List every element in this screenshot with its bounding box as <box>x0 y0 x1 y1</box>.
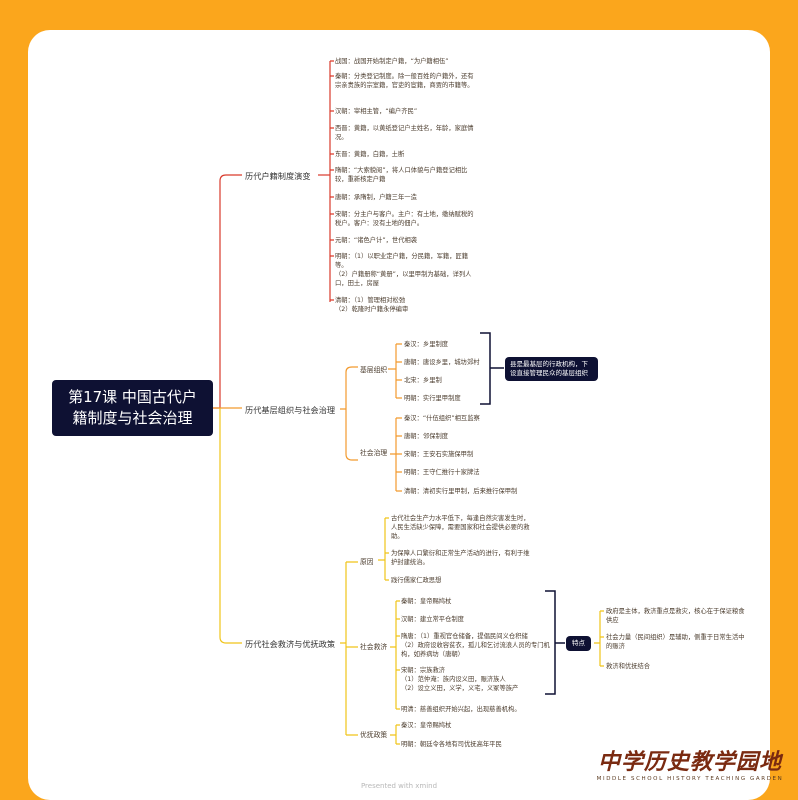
summary-county[interactable]: 县是最基层的行政机构，下设直接管理民众的基层组织 <box>505 357 598 381</box>
list-item[interactable]: 唐朝：承隋制，户籍三年一造 <box>335 194 417 201</box>
root-topic[interactable]: 第17课 中国古代户籍制度与社会治理 <box>52 380 213 436</box>
presented-with-xmind: Presented with xmind <box>360 782 438 790</box>
list-item[interactable]: 明朝：（1）以职业定户籍，分民籍，军籍，匠籍等。 （2）户籍册称“黄册”，以里甲… <box>335 253 472 287</box>
subtopic-social-governance[interactable]: 社会治理 <box>360 449 388 457</box>
logo-english: MIDDLE SCHOOL HISTORY TEACHING GARDEN <box>596 776 784 782</box>
subtopic-preferential-policy[interactable]: 优抚政策 <box>360 731 388 739</box>
list-item[interactable]: 秦朝：分类登记制度。除一般百姓的户籍外，还有宗亲贵族的宗室籍，官吏的宦籍，商贾的… <box>335 73 474 89</box>
list-item[interactable]: 唐朝：邻保制度 <box>404 433 449 440</box>
list-item[interactable]: 明朝：王守仁推行十家牌法 <box>404 469 480 476</box>
list-item[interactable]: 秦朝：皇帝赐鸠杖 <box>401 598 452 605</box>
subtopic-reasons[interactable]: 原因 <box>360 558 374 566</box>
list-item[interactable]: 宋朝：王安石实施保甲制 <box>404 451 474 458</box>
list-item[interactable]: 汉朝：宰相主管，“编户齐民” <box>335 108 418 115</box>
list-item[interactable]: 隋唐：（1）重视官仓储备，提倡民间义仓积储 （2）政府设收容贫衣，孤儿和乞讨流浪… <box>401 633 550 658</box>
list-item[interactable]: 社会力量（民间组织）是辅助，侧重于日常生活中的赈济 <box>606 634 745 650</box>
list-item[interactable]: 元朝：“诸色户计”，世代相袭 <box>335 237 418 244</box>
list-item[interactable]: 宋朝：宗族救济 （1）范仲淹：族内设义田，赈济族人 （2）设立义田，义学，义宅，… <box>401 667 519 692</box>
list-item[interactable]: 隋朝：“大索貌阅”，将人口体貌与户籍登记相比较，重新核定户籍 <box>335 167 468 183</box>
list-item[interactable]: 西晋：黄籍，以黄纸登记户主姓名，年龄，家庭情况。 <box>335 125 474 141</box>
list-item[interactable]: 古代社会生产力水平低下，每逢自然灾害发生时，人民生活缺少保障，需要国家和社会提供… <box>391 515 530 540</box>
subtopic-grassroots[interactable]: 基层组织 <box>360 366 388 374</box>
list-item[interactable]: 明清：慈善组织开始兴起，出现慈善机构。 <box>401 706 521 713</box>
list-item[interactable]: 秦汉：皇帝赐鸠杖 <box>401 722 452 729</box>
list-item[interactable]: 为保障人口繁衍和正常生产活动的进行，有利于维护封建统治。 <box>391 550 530 566</box>
list-item[interactable]: 明朝：实行里甲制度 <box>404 395 461 402</box>
list-item[interactable]: 政府是主体，救济重点是救灾，核心在于保证粮食供应 <box>606 608 745 624</box>
list-item[interactable]: 救济和优抚结合 <box>606 663 651 670</box>
list-item[interactable]: 清朝：清初实行里甲制，后来推行保甲制 <box>404 488 518 495</box>
branch-household-registration[interactable]: 历代户籍制度演变 <box>245 171 311 181</box>
list-item[interactable]: 践行儒家仁政思想 <box>391 577 442 584</box>
subtopic-social-relief[interactable]: 社会救济 <box>360 643 388 651</box>
list-item[interactable]: 北宋：乡里制 <box>404 377 442 384</box>
branch-grassroots-governance[interactable]: 历代基层组织与社会治理 <box>245 405 336 415</box>
root-title: 第17课 中国古代户籍制度与社会治理 <box>68 388 197 427</box>
list-item[interactable]: 东晋：黄籍，白籍，土断 <box>335 151 405 158</box>
list-item[interactable]: 秦汉：乡里制度 <box>404 341 449 348</box>
list-item[interactable]: 清朝：（1）管理相对松弛 （2）乾隆时户籍永停编审 <box>335 297 409 313</box>
logo: 中学历史教学园地 MIDDLE SCHOOL HISTORY TEACHING … <box>590 744 790 782</box>
list-item[interactable]: 汉朝：建立常平仓制度 <box>401 616 464 623</box>
list-item[interactable]: 秦汉：“什伍组织”相互监察 <box>404 415 480 422</box>
logo-chinese: 中学历史教学园地 <box>597 749 782 775</box>
summary-features[interactable]: 特点 <box>566 636 591 651</box>
list-item[interactable]: 明朝：朝廷令各地有司优抚高年平民 <box>401 741 502 748</box>
list-item[interactable]: 宋朝：分主户与客户。主户：有土地，缴纳赋税的税户。客户：没有土地的佃户。 <box>335 211 474 227</box>
list-item[interactable]: 战国：战国开始制定户籍，“为户籍相伍” <box>335 58 449 65</box>
list-item[interactable]: 唐朝：唐设乡里，城坊郊村 <box>404 359 480 366</box>
branch-social-relief[interactable]: 历代社会救济与优抚政策 <box>245 639 336 649</box>
